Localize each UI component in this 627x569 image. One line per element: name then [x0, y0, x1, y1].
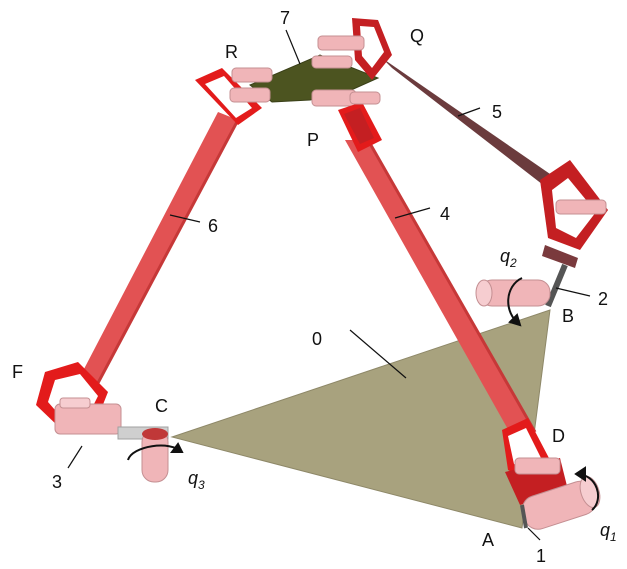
- link-2-shaft: [545, 263, 568, 308]
- motor-c: [141, 428, 169, 483]
- label-point-c: C: [155, 396, 168, 416]
- label-point-q: Q: [410, 26, 424, 46]
- label-point-d: D: [552, 426, 565, 446]
- link-1-shaft: [520, 504, 528, 529]
- bracket-r: [195, 67, 273, 125]
- label-platform-7: 7: [280, 8, 290, 28]
- bracket-link5-end: [540, 160, 608, 268]
- label-point-a: A: [482, 530, 494, 550]
- label-base-0: 0: [312, 329, 322, 349]
- link-6-rod: [72, 112, 240, 399]
- label-link-4: 4: [440, 204, 450, 224]
- q3-rotation-arrow-icon: [127, 442, 184, 461]
- bracket-p: [311, 89, 382, 152]
- label-link-6: 6: [208, 216, 218, 236]
- label-point-b: B: [562, 306, 574, 326]
- label-link-2: 2: [598, 289, 608, 309]
- label-q3: q3: [188, 468, 205, 492]
- link-4-rod: [345, 139, 537, 440]
- leader-lines: [67, 29, 591, 541]
- q2-rotation-arrow-icon: [507, 277, 523, 327]
- label-q2: q2: [500, 246, 517, 270]
- link-5-rod: [382, 58, 566, 198]
- label-q1: q1: [600, 520, 617, 544]
- motor-b: [475, 279, 551, 307]
- bracket-d: [502, 418, 568, 505]
- label-point-f: F: [12, 362, 23, 382]
- label-point-r: R: [225, 42, 238, 62]
- label-link-1: 1: [536, 546, 546, 566]
- label-point-p: P: [307, 130, 319, 150]
- base-triangle: [170, 309, 551, 529]
- bracket-f: [36, 362, 122, 435]
- label-link-3: 3: [52, 472, 62, 492]
- label-link-5: 5: [492, 102, 502, 122]
- bracket-q: [311, 18, 392, 80]
- q1-rotation-arrow-icon: [574, 466, 600, 511]
